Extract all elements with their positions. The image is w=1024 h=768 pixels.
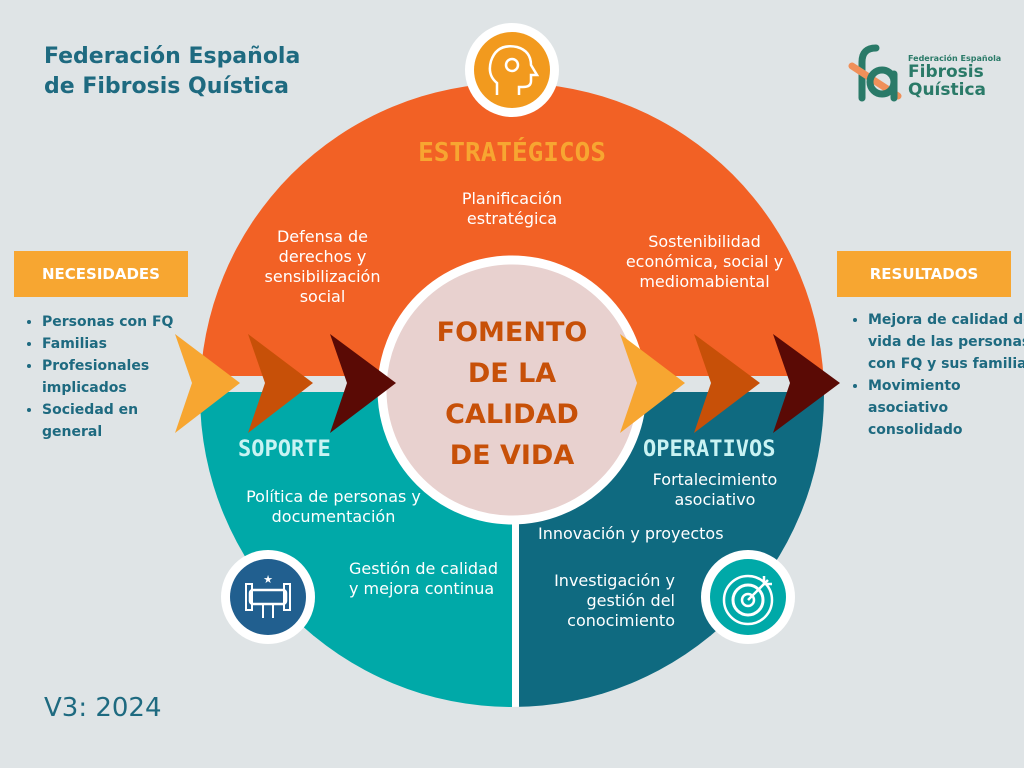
target-icon [701,550,795,644]
arrow-6 [773,334,840,433]
logo: Federación Española Fibrosis Quística [908,54,1002,100]
organization-title: Federación Española de Fibrosis Quística [44,44,301,99]
arrow-3 [330,334,396,433]
output-arrows [620,334,840,433]
arrow-5 [694,334,760,433]
logo-mark [848,44,902,102]
strategic-title: ESTRATÉGICOS [418,138,606,168]
support-icon: ★ [221,550,315,644]
strategic-item: Sostenibilidad económica, social y medio… [625,232,784,291]
arrow-4 [620,334,685,433]
support-item: Política de personas y documentación [246,487,421,526]
svg-text:★: ★ [263,574,273,586]
support-item: Gestión de calidad y mejora continua [349,559,499,598]
results-list: Mejora de calidad de vida de las persona… [848,309,1024,441]
version-label: V3: 2024 [44,693,162,723]
operative-item: Innovación y proyectos [538,524,724,543]
center-label: FOMENTO DE LA CALIDAD DE VIDA [436,317,588,471]
arrow-1 [175,334,240,433]
strategic-item: Planificación estratégica [461,189,563,228]
support-title: SOPORTE [238,437,331,462]
arrow-2 [248,334,313,433]
strategic-item: Defensa de derechos y sensibilización so… [264,227,381,306]
operative-item: Fortalecimiento asociativo [652,470,778,509]
needs-label: NECESIDADES [14,251,188,297]
operative-title: OPERATIVOS [643,437,776,462]
operative-item: Investigación y gestión del conocimiento [554,571,675,630]
top-icon [465,23,559,117]
results-label: RESULTADOS [837,251,1011,297]
needs-list: Personas con FQ Familias Profesionales i… [22,311,192,443]
input-arrows [175,334,396,433]
